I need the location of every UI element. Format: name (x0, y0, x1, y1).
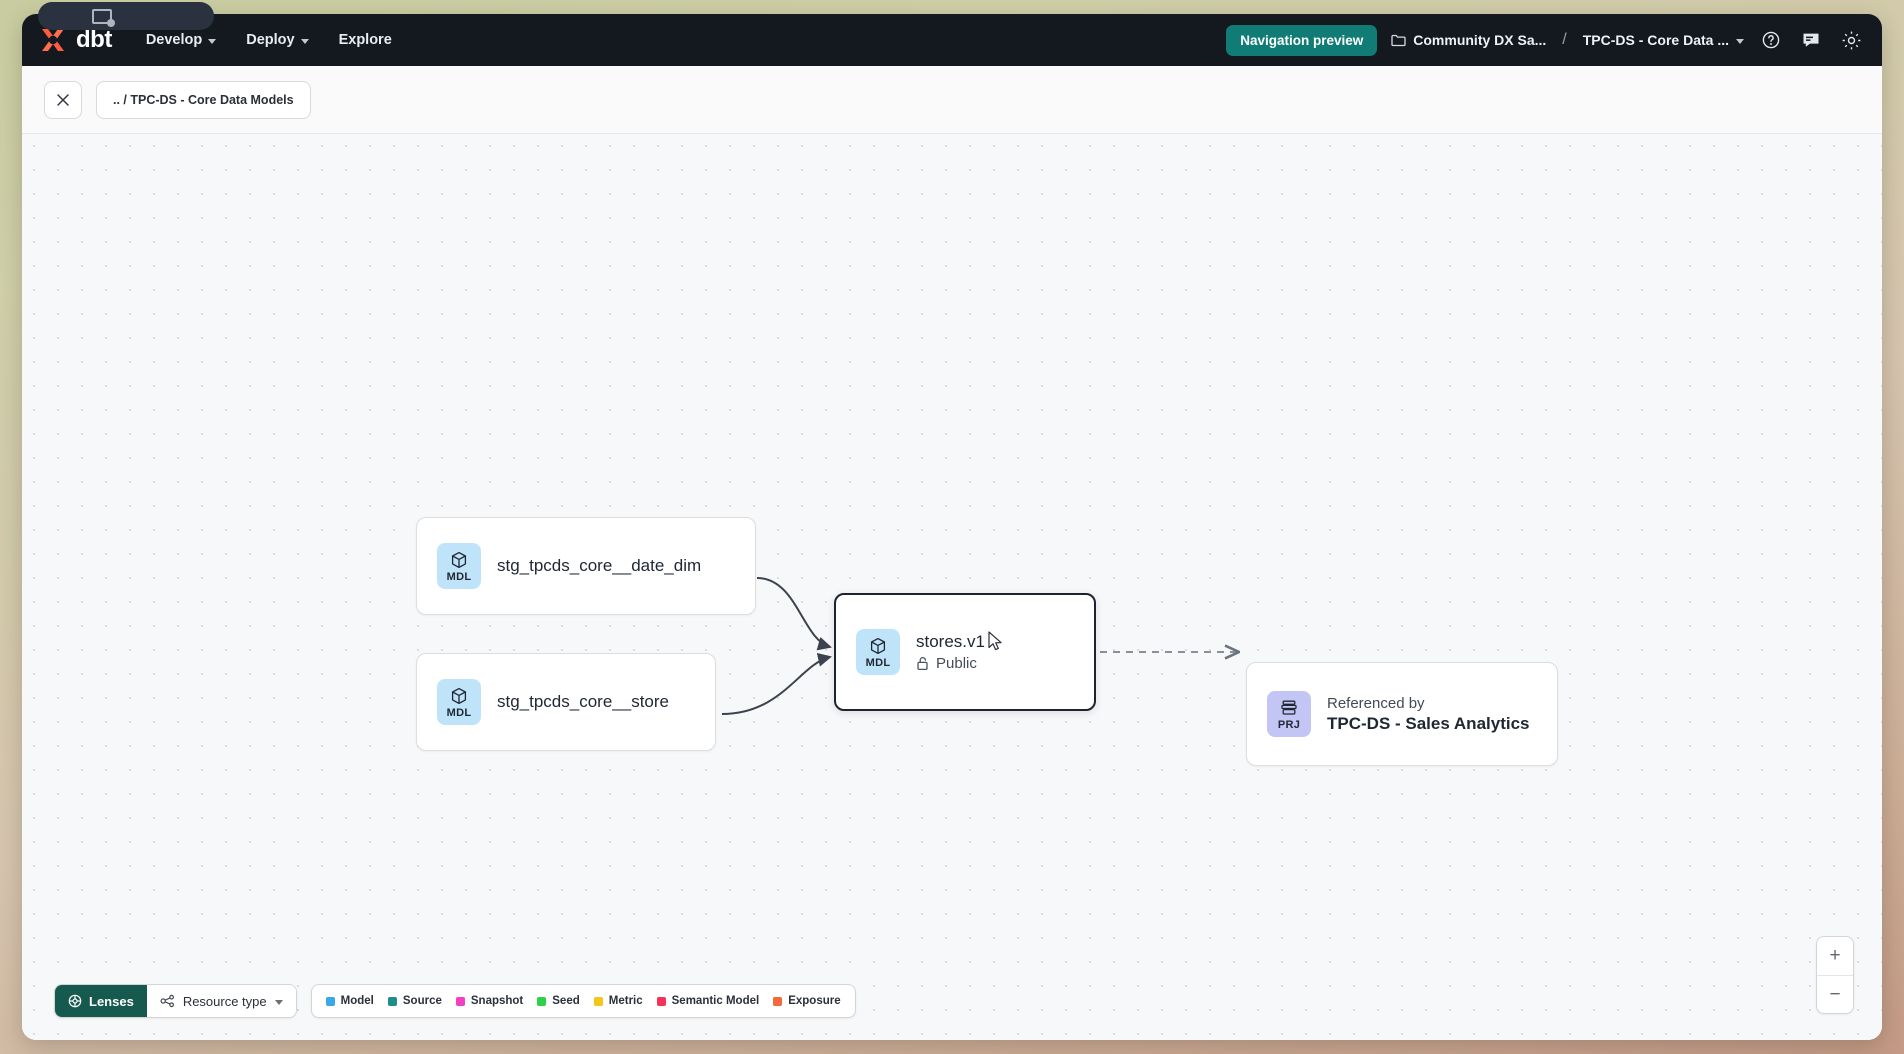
resource-badge-label: MDL (865, 656, 891, 669)
close-button[interactable] (44, 80, 82, 119)
project-selector[interactable]: TPC-DS - Core Data ... (1583, 32, 1744, 48)
legend-swatch (537, 996, 547, 1006)
account-name: Community DX Sa... (1413, 32, 1547, 48)
breadcrumb[interactable]: .. / TPC-DS - Core Data Models (96, 80, 311, 119)
node-title: stg_tpcds_core__store (497, 692, 669, 711)
node-text-block: Referenced by TPC-DS - Sales Analytics (1327, 695, 1530, 734)
legend-item-metric: Metric (593, 995, 643, 1007)
legend-label: Exposure (788, 995, 841, 1007)
legend-swatch (387, 996, 397, 1006)
legend-item-source: Source (387, 995, 442, 1007)
graph-node-stores-v1[interactable]: MDL stores.v1 Public (834, 593, 1096, 711)
resource-badge-mdl: MDL (437, 679, 481, 725)
legend-item-semantic-model: Semantic Model (656, 995, 760, 1007)
lenses-button-label: Lenses (89, 993, 134, 1009)
node-access-label: Public (936, 655, 977, 672)
browser-tab-pill[interactable] (38, 2, 214, 30)
node-title: TPC-DS - Sales Analytics (1327, 713, 1530, 733)
help-circle-icon[interactable] (1758, 27, 1784, 53)
node-title: stores.v1 (916, 632, 985, 651)
nav-item-deploy-label: Deploy (246, 32, 295, 48)
lineage-canvas[interactable]: MDL stg_tpcds_core__date_dim MDL stg_tpc… (22, 134, 1882, 1040)
feedback-icon[interactable] (1798, 27, 1824, 53)
cube-icon (451, 551, 467, 568)
node-text-block: stores.v1 Public (916, 632, 985, 672)
nav-item-explore-label: Explore (338, 32, 392, 48)
nav-item-deploy[interactable]: Deploy (246, 32, 309, 48)
chevron-down-icon (300, 38, 309, 44)
top-nav-right-cluster: Navigation preview Community DX Sa... / … (1226, 24, 1864, 56)
resource-type-label: Resource type (182, 993, 267, 1009)
legend-swatch (593, 996, 603, 1006)
edge-date-dim-to-stores (756, 577, 832, 651)
legend-label: Seed (552, 995, 580, 1007)
edge-store-to-stores (721, 652, 832, 715)
legend-item-seed: Seed (537, 995, 580, 1007)
chevron-down-icon (208, 38, 217, 44)
legend-label: Model (340, 995, 374, 1007)
node-text-block: stg_tpcds_core__date_dim (497, 556, 701, 576)
dbt-logo[interactable]: dbt (38, 25, 112, 55)
lineage-edges (721, 577, 1882, 715)
legend-label: Semantic Model (671, 995, 760, 1007)
resource-badge-mdl: MDL (856, 629, 900, 675)
browser-tab-icon (92, 8, 115, 27)
legend-swatch (773, 996, 783, 1006)
cube-icon (451, 687, 467, 704)
legend-swatch (656, 996, 666, 1006)
legend-label: Source (402, 995, 442, 1007)
breadcrumb-separator: / (1562, 31, 1567, 48)
gear-icon[interactable] (1838, 27, 1864, 53)
nodes-icon (160, 994, 174, 1008)
legend-swatch (325, 996, 335, 1006)
lens-icon (68, 994, 82, 1008)
node-text-block: stg_tpcds_core__store (497, 692, 669, 712)
resource-badge-label: MDL (446, 706, 472, 719)
legend-item-snapshot: Snapshot (455, 995, 524, 1007)
folder-icon (1391, 34, 1406, 46)
graph-node-referenced-project[interactable]: PRJ Referenced by TPC-DS - Sales Analyti… (1246, 662, 1558, 766)
node-access-row: Public (916, 655, 985, 672)
nav-item-develop-label: Develop (145, 32, 203, 48)
graph-node-stg-store[interactable]: MDL stg_tpcds_core__store (416, 653, 716, 751)
primary-nav: Develop Deploy Explore (146, 32, 392, 48)
zoom-in-button[interactable]: + (1829, 945, 1841, 966)
resource-badge-label: PRJ (1277, 718, 1301, 731)
project-icon (1281, 700, 1297, 715)
chevron-down-icon (1736, 38, 1744, 44)
dbt-logo-icon (38, 25, 68, 55)
resource-badge-mdl: MDL (437, 543, 481, 589)
nav-item-explore[interactable]: Explore (339, 32, 392, 48)
top-navigation-bar: dbt Develop Deploy Explore Navigation pr… (22, 14, 1882, 66)
legend-item-exposure: Exposure (773, 995, 841, 1007)
node-title: stg_tpcds_core__date_dim (497, 556, 702, 575)
legend-swatch (455, 996, 465, 1006)
zoom-out-button[interactable]: − (1817, 975, 1853, 1013)
resource-type-legend: Model Source Snapshot Seed Metric (310, 984, 856, 1018)
legend-item-model: Model (325, 995, 374, 1007)
chevron-down-icon (274, 999, 283, 1005)
zoom-controls: + − (1816, 936, 1854, 1014)
app-window: dbt Develop Deploy Explore Navigation pr… (22, 14, 1882, 1040)
node-kicker: Referenced by (1327, 694, 1425, 712)
legend-label: Metric (608, 995, 643, 1007)
project-name: TPC-DS - Core Data ... (1582, 32, 1729, 48)
graph-node-stg-date-dim[interactable]: MDL stg_tpcds_core__date_dim (416, 517, 756, 615)
resource-type-filter[interactable]: Resource type (146, 985, 296, 1017)
navigation-preview-badge[interactable]: Navigation preview (1226, 24, 1378, 56)
lenses-group: Lenses Resource type (54, 984, 297, 1018)
close-icon (57, 93, 69, 106)
resource-badge-label: MDL (446, 570, 472, 583)
legend-label: Snapshot (470, 995, 524, 1007)
unlock-icon (917, 657, 928, 671)
canvas-bottom-bar: Lenses Resource type Model (54, 984, 856, 1018)
brand-name: dbt (76, 26, 112, 53)
nav-item-develop[interactable]: Develop (145, 32, 217, 48)
resource-badge-prj: PRJ (1267, 691, 1311, 737)
account-selector[interactable]: Community DX Sa... (1391, 32, 1546, 48)
mouse-cursor (988, 631, 1004, 658)
cube-icon (870, 637, 886, 654)
lenses-button[interactable]: Lenses (55, 985, 147, 1017)
lineage-toolbar: .. / TPC-DS - Core Data Models (22, 66, 1882, 134)
